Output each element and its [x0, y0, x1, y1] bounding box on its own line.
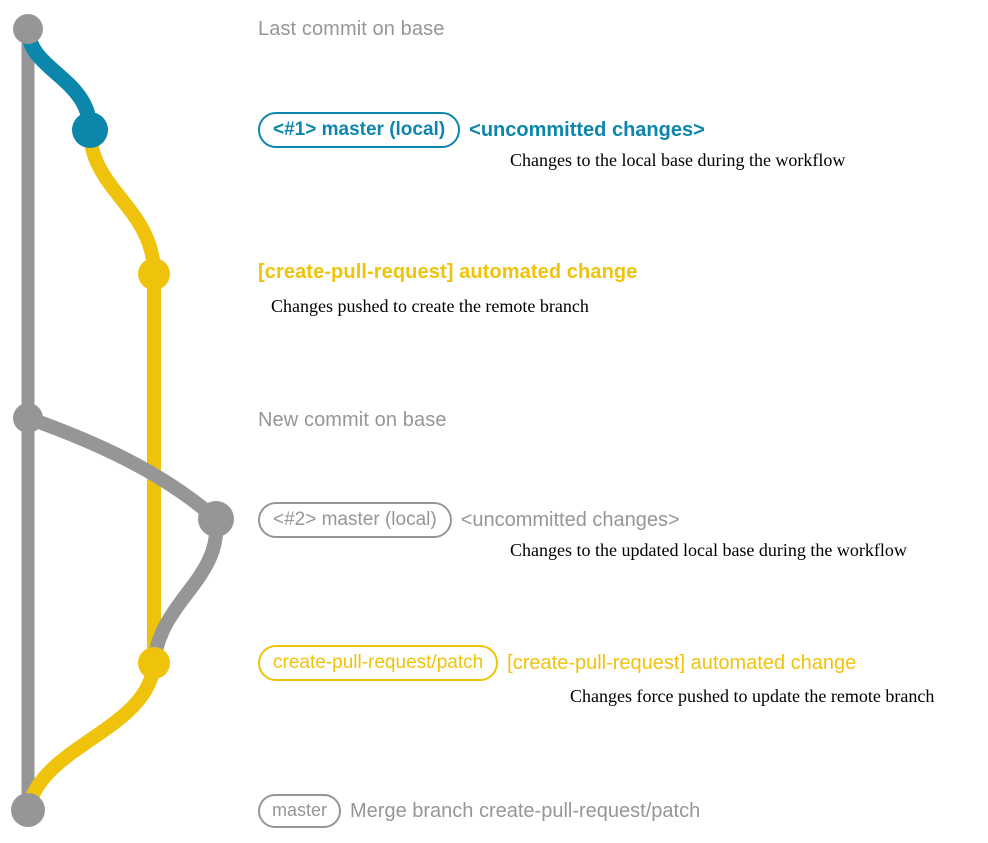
commit-2-headline: [create-pull-request] automated change	[258, 261, 638, 283]
node-base-merge-commit	[11, 793, 45, 827]
git-nodes	[11, 14, 234, 827]
row-last-commit: Last commit on base	[258, 18, 444, 40]
commit-3-headline: <uncommitted changes>	[460, 508, 680, 531]
commit-4-description: Changes force pushed to update the remot…	[570, 686, 935, 706]
row-new-commit: New commit on base	[258, 409, 447, 431]
node-local-master-1	[72, 112, 108, 148]
row-commit-4: create-pull-request/patch [create-pull-re…	[258, 645, 856, 681]
badge-master-local-2[interactable]: <#2> master (local)	[258, 502, 452, 538]
node-base-last-commit	[13, 14, 43, 44]
badge-create-pull-request-patch[interactable]: create-pull-request/patch	[258, 645, 499, 681]
commit-4-headline: [create-pull-request] automated change	[507, 651, 857, 674]
node-local-master-2	[198, 501, 234, 537]
node-patch-commit-1	[138, 258, 170, 290]
edge-patch2-to-merge	[21, 656, 161, 817]
row-commit-5: master Merge branch create-pull-request/p…	[258, 794, 700, 828]
edge-local1-to-patch1	[83, 123, 161, 281]
row-commit-1: <#1> master (local) <uncommitted changes>	[258, 112, 705, 148]
edge-local2-to-patch2	[147, 512, 224, 670]
node-patch-commit-2	[138, 647, 170, 679]
commit-1-headline: <uncommitted changes>	[469, 118, 705, 141]
row-commit-2: [create-pull-request] automated change	[258, 261, 637, 283]
row-commit-3: <#2> master (local) <uncommitted changes>	[258, 502, 680, 538]
new-commit-headline: New commit on base	[258, 409, 447, 431]
edge-basenew-to-local2	[21, 411, 223, 526]
commit-1-description: Changes to the local base during the wor…	[510, 150, 846, 170]
badge-master[interactable]: master	[258, 794, 342, 828]
commit-5-headline: Merge branch create-pull-request/patch	[350, 799, 701, 822]
commit-2-description: Changes pushed to create the remote bran…	[271, 296, 589, 316]
commit-3-description: Changes to the updated local base during…	[510, 540, 907, 560]
badge-master-local-1[interactable]: <#1> master (local)	[258, 112, 461, 148]
node-base-new-commit	[13, 403, 43, 433]
last-commit-headline: Last commit on base	[258, 18, 445, 40]
